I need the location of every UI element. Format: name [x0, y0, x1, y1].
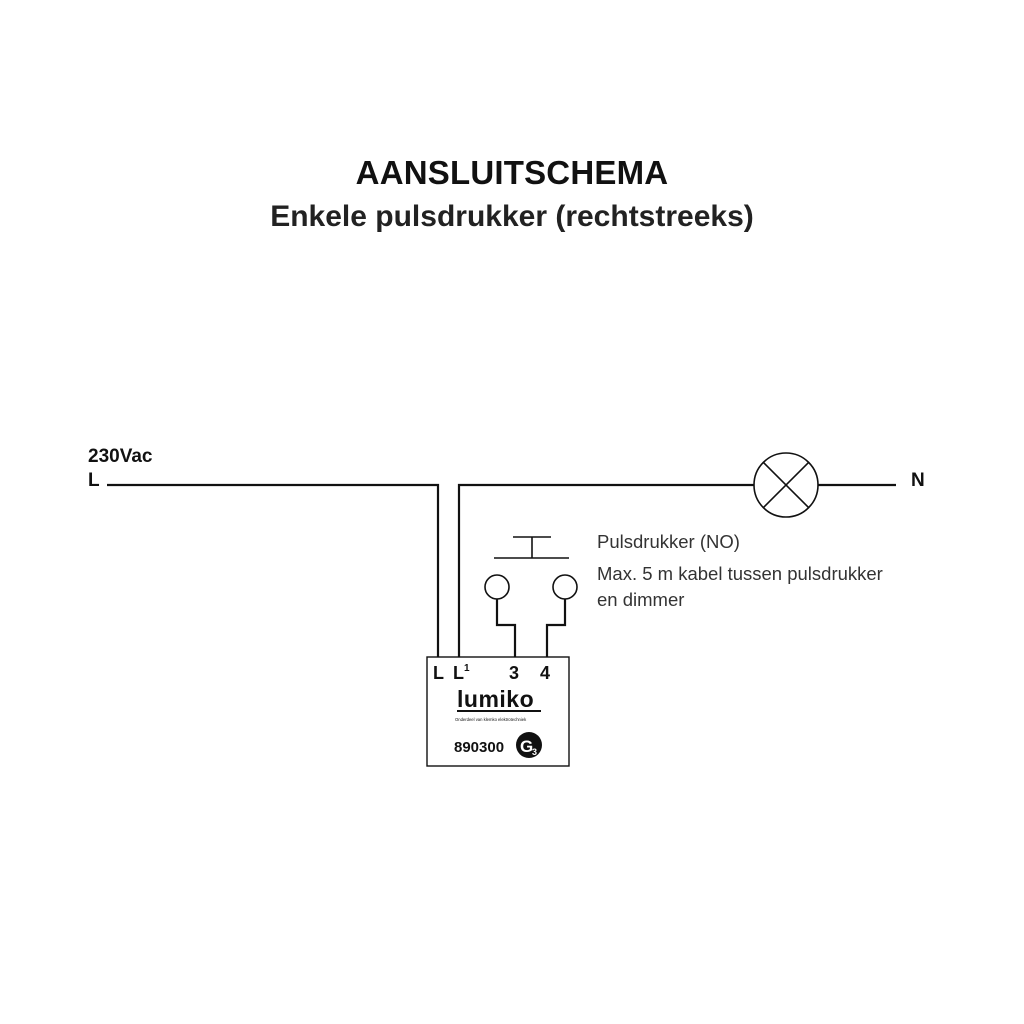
pushbutton-label: Pulsdrukker (NO) [597, 531, 740, 552]
svg-text:G: G [520, 737, 533, 756]
pushbutton-wire-3 [495, 599, 517, 657]
g3-badge-icon: G 3 [516, 732, 542, 758]
lumiko-logo: lumiko Onderdeel van klemko elektrotechn… [455, 686, 541, 722]
pushbutton-wire-4 [545, 599, 567, 657]
terminal-l1-superscript: 1 [464, 663, 470, 674]
pushbutton-note-line1: Max. 5 m kabel tussen pulsdrukker [597, 563, 883, 584]
svg-text:3: 3 [532, 747, 537, 757]
terminal-l: L [433, 663, 444, 683]
terminal-l1: L1 [453, 663, 470, 683]
brand-name: lumiko [457, 686, 534, 712]
switched-line-wire [457, 483, 754, 657]
brand-tagline: Onderdeel van klemko elektrotechniek [455, 717, 527, 722]
neutral-label: N [911, 470, 925, 491]
voltage-label: 230Vac [88, 446, 153, 467]
line-label: L [88, 470, 100, 491]
lamp-icon [753, 452, 819, 518]
diagram-subtitle: Enkele pulsdrukker (rechtstreeks) [270, 200, 754, 233]
article-number: 890300 [454, 739, 504, 756]
terminal-3: 3 [509, 663, 519, 683]
terminal-4: 4 [540, 663, 550, 683]
pushbutton-note-line2: en dimmer [597, 589, 684, 610]
diagram-title: AANSLUITSCHEMA [355, 154, 669, 191]
pushbutton-icon [484, 536, 578, 600]
line-wire [107, 483, 440, 657]
